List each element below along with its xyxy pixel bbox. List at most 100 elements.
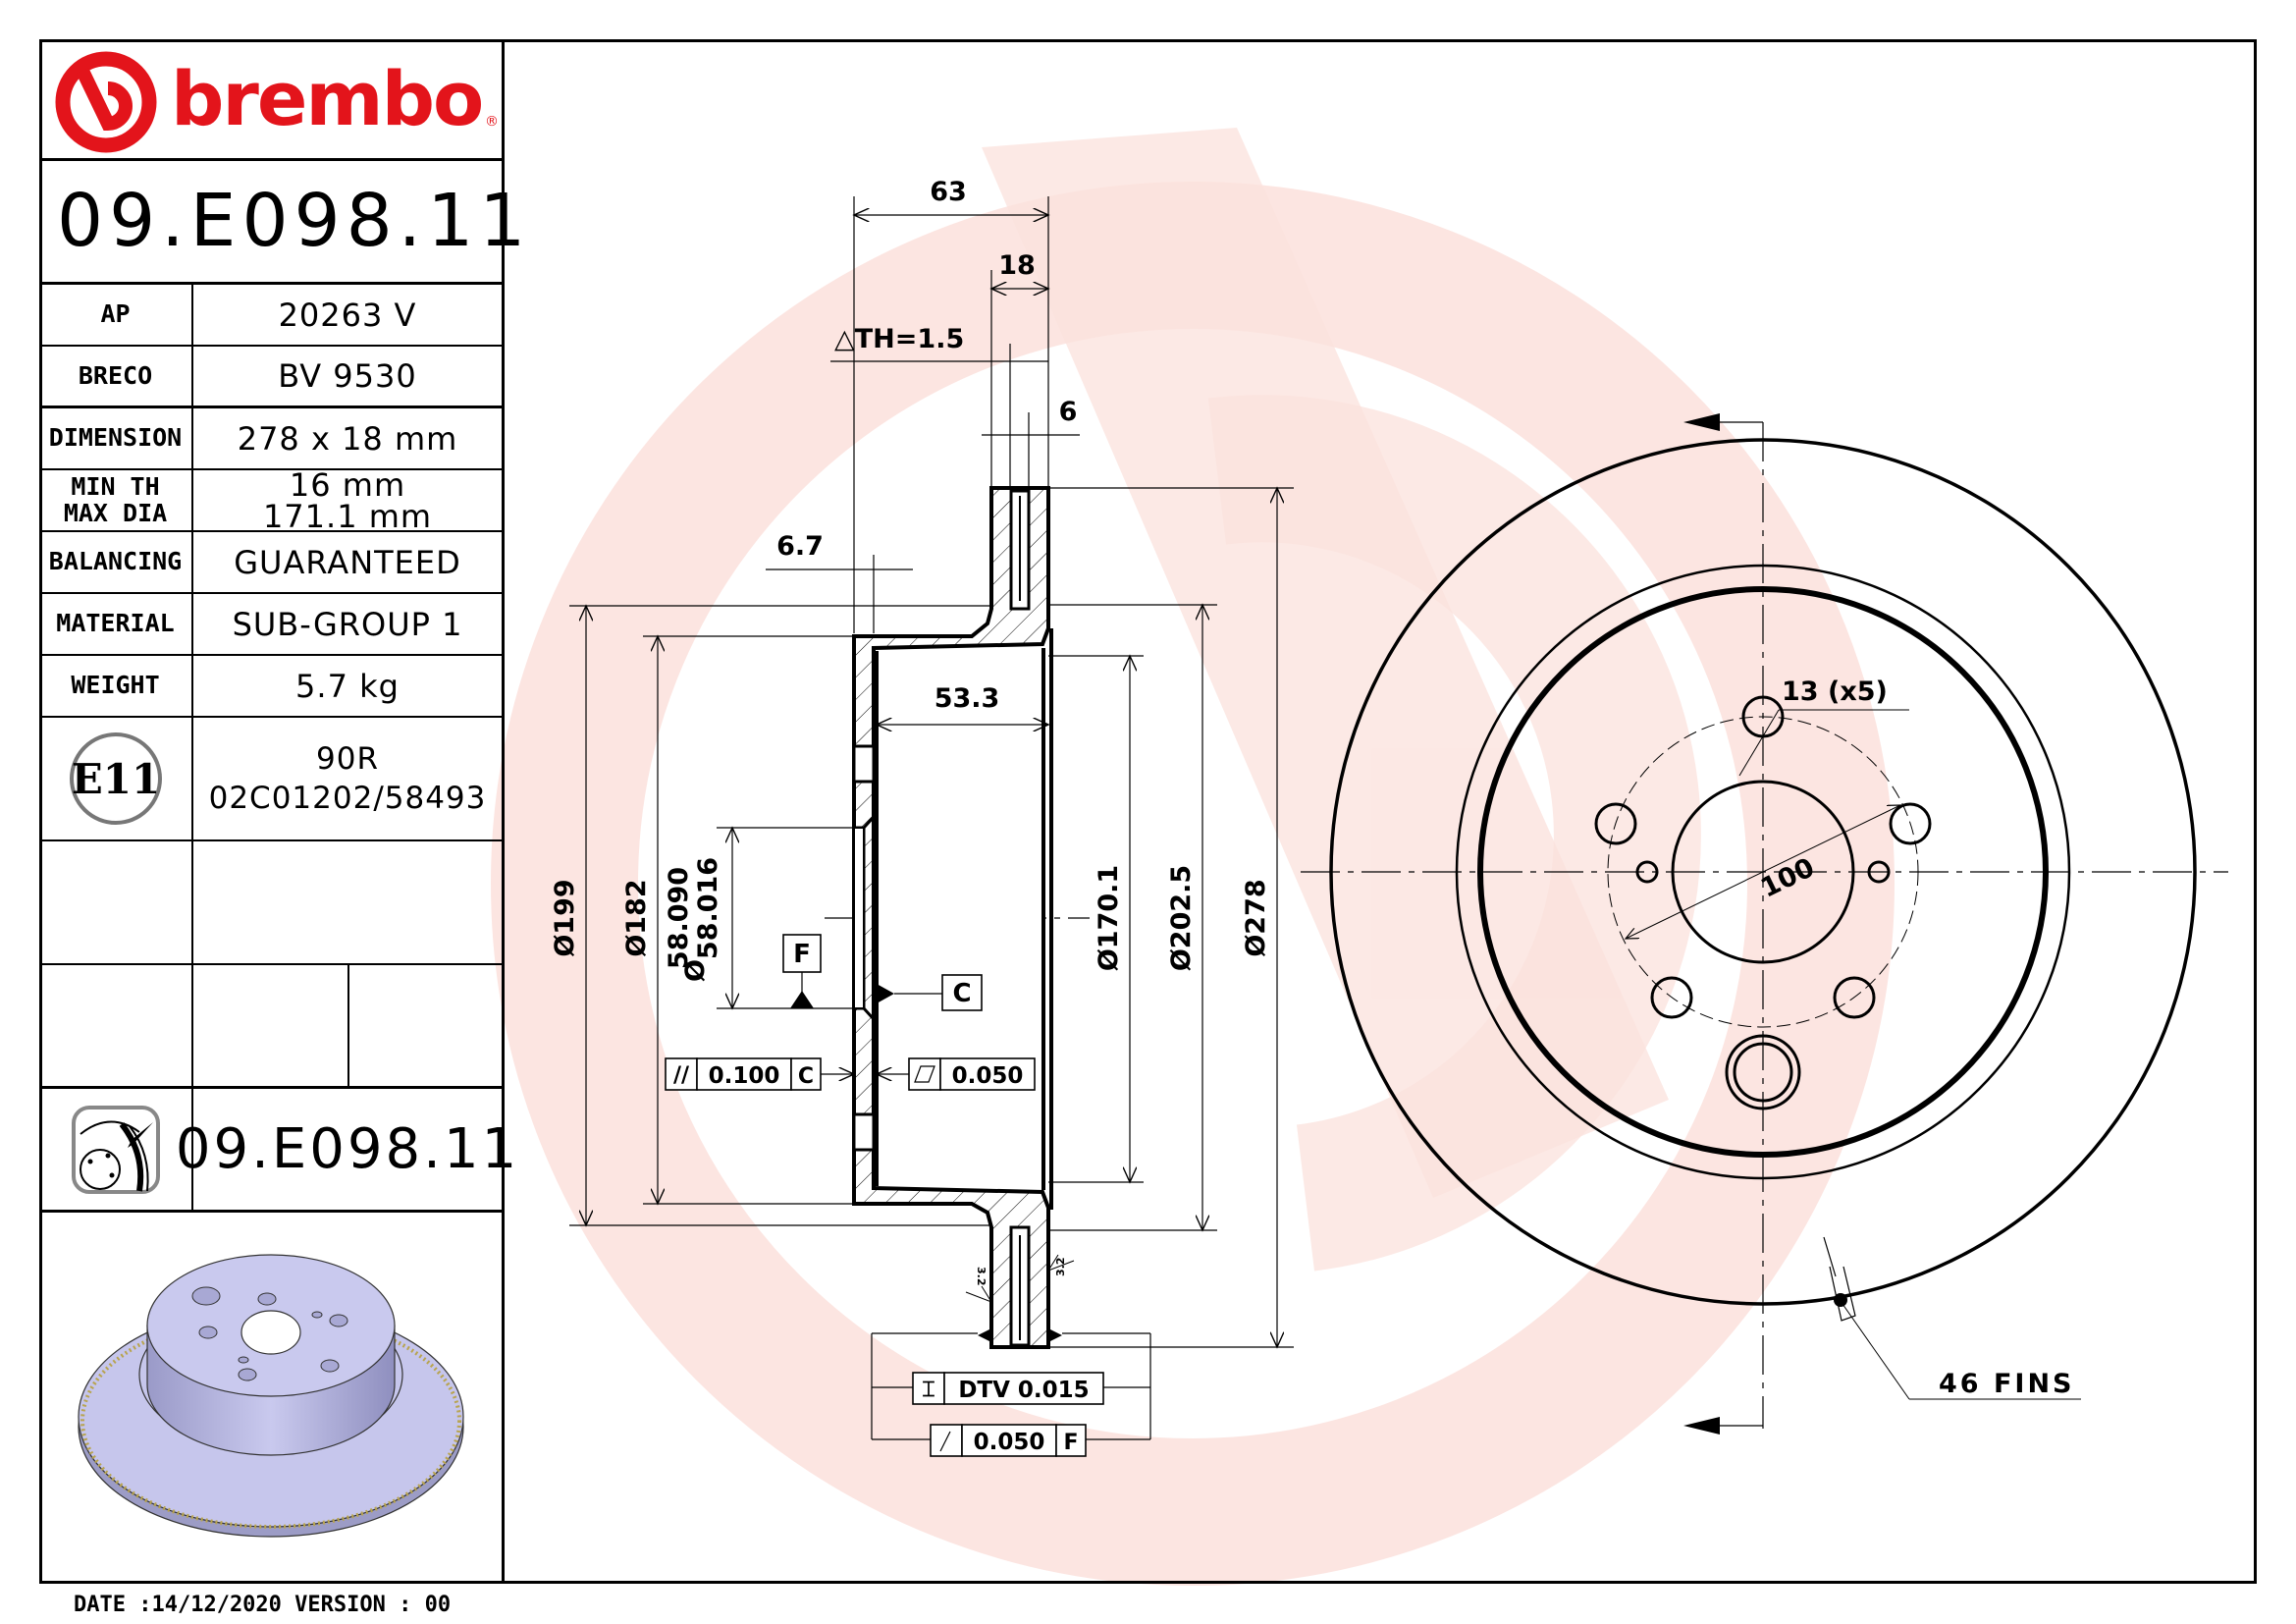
svg-text:DTV 0.015: DTV 0.015 [958, 1378, 1089, 1403]
datum-f-triangle [790, 991, 814, 1008]
outer-edge [1329, 438, 2197, 1306]
spec-label: DIMENSION [39, 408, 193, 468]
spec-row-breco: BRECO BV 9530 [39, 347, 502, 408]
dim-d170: Ø170.1 [1094, 865, 1124, 971]
disc-resurfacing-icon [71, 1105, 160, 1194]
spec-row-material: MATERIAL SUB-GROUP 1 [39, 594, 502, 656]
empty-row-1 [39, 841, 502, 965]
approval-line1: 90R [316, 740, 379, 777]
flatness-tolerance-frame: 0.050 [877, 1057, 1036, 1091]
pcd-circle [1607, 716, 1919, 1028]
spec-value-line2: 171.1 mm [262, 497, 433, 535]
resurfacing-icon-cell [39, 1089, 193, 1210]
dim-6: 6 [1059, 397, 1078, 427]
svg-text:C: C [798, 1064, 814, 1089]
part-number: 09.E098.11 [57, 179, 532, 263]
spec-value-line1: 16 mm [289, 465, 406, 504]
datum-f: F [793, 940, 811, 969]
section-arrow-top [1683, 413, 1720, 431]
cooling-fin [1823, 1236, 1856, 1322]
empty-row-2 [39, 965, 502, 1089]
spec-label: BALANCING [39, 532, 193, 592]
spec-label: AP [39, 285, 193, 345]
empty-cell-divider [347, 965, 349, 1086]
date-version-footer: DATE :14/12/2020 VERSION : 00 [74, 1593, 452, 1617]
dim-d202: Ø202.5 [1166, 865, 1197, 971]
footer-code-row: 09.E098.11 [39, 1089, 520, 1213]
datum-c: C [952, 979, 971, 1008]
spec-label: MATERIAL [39, 594, 193, 654]
spec-row-weight: WEIGHT 5.7 kg [39, 656, 502, 718]
fins-count: 46 FINS [1939, 1369, 2075, 1399]
runout-tolerance-frame: 0.050 F [872, 1424, 1150, 1457]
dim-bore-max: 58.090 [664, 867, 694, 969]
dim-bolt-holes: 13 (x5) [1782, 677, 1888, 707]
dim-delta-th: △TH=1.5 [834, 324, 964, 354]
spec-row-ap: AP 20263 V [39, 285, 502, 347]
spec-value: BV 9530 [278, 357, 417, 395]
spec-label: MIN TH MAX DIA [39, 470, 193, 530]
dim-bore-min: 58.016 [693, 857, 723, 959]
dim-63: 63 [930, 177, 967, 207]
brake-disc-3d-image [78, 1254, 464, 1538]
drawing-frame [39, 39, 2257, 1584]
dim-d278: Ø278 [1241, 879, 1271, 956]
spec-value: GUARANTEED [234, 543, 461, 581]
svg-text:0.050: 0.050 [952, 1063, 1024, 1089]
brand-row: brembo ® [39, 39, 502, 161]
svg-text:3.2: 3.2 [1054, 1258, 1067, 1277]
svg-text:F: F [1063, 1431, 1078, 1455]
datum-c-triangle [877, 984, 894, 1003]
spec-row-dimension: DIMENSION 278 x 18 mm [39, 408, 502, 470]
approval-mark-cell: E11 [39, 718, 193, 839]
dim-53-3: 53.3 [934, 683, 1000, 714]
empty-cell [39, 965, 193, 1086]
section-arrow-bottom [1683, 1417, 1720, 1435]
band-inner-edge [1455, 564, 2071, 1180]
approval-row: E11 90R 02C01202/58493 [39, 718, 502, 841]
dim-18: 18 [998, 250, 1036, 281]
dim-d182: Ø182 [621, 879, 652, 956]
diameter-symbol: Ø [680, 959, 711, 982]
svg-text:0.100: 0.100 [709, 1063, 780, 1089]
brand-name: brembo [171, 55, 484, 142]
dim-d199: Ø199 [550, 879, 580, 956]
empty-cell [39, 841, 193, 963]
roughness-symbol-left: 3.2 [965, 1267, 993, 1304]
svg-text:E11: E11 [71, 755, 159, 803]
svg-text:0.050: 0.050 [974, 1430, 1045, 1455]
spec-value: 278 x 18 mm [237, 419, 458, 458]
registered-mark: ® [485, 114, 499, 130]
disc-3d-render [39, 1213, 502, 1584]
spec-row-min-th-max-dia: MIN TH MAX DIA 16 mm 171.1 mm [39, 465, 502, 535]
footer-part-number: 09.E098.11 [175, 1116, 520, 1181]
roughness-symbol-right: 3.2 [1046, 1254, 1075, 1277]
parallelism-tolerance-frame: // 0.100 C [665, 1057, 854, 1091]
stud-hole-outer [1725, 1034, 1801, 1110]
approval-line2: 02C01202/58493 [208, 781, 487, 816]
bolt-hole [1650, 976, 1693, 1019]
svg-text://: // [673, 1063, 690, 1088]
dim-6-7: 6.7 [776, 531, 824, 562]
svg-text:3.2: 3.2 [975, 1267, 988, 1286]
section-view: 63 18 △TH=1.5 6 6.7 53.3 Ø199 Ø182 58.09… [550, 177, 1294, 1457]
part-number-row: 09.E098.11 [39, 161, 525, 285]
spec-value: 16 mm 171.1 mm [193, 465, 502, 535]
spec-label: BRECO [39, 347, 193, 406]
bolt-hole [1833, 976, 1876, 1019]
spec-value: 5.7 kg [295, 667, 400, 705]
title-block: brembo ® 09.E098.11 AP 20263 V BRECO BV … [39, 39, 525, 1584]
brembo-logo-icon [55, 51, 157, 153]
spec-label: WEIGHT [39, 656, 193, 716]
dtv-tolerance-frame: ⌶ DTV 0.015 [872, 1372, 1150, 1405]
stud-hole-inner [1733, 1042, 1793, 1103]
spec-row-balancing: BALANCING GUARANTEED [39, 532, 502, 594]
spec-value: SUB-GROUP 1 [232, 605, 463, 643]
spec-label-line1: MIN TH [71, 472, 160, 502]
e11-approval-icon: E11 [69, 732, 162, 825]
spec-value: 20263 V [278, 296, 417, 334]
svg-text:⌶: ⌶ [922, 1378, 934, 1402]
hat-outer-edge [1477, 586, 2049, 1158]
approval-value: 90R 02C01202/58493 [193, 718, 502, 839]
